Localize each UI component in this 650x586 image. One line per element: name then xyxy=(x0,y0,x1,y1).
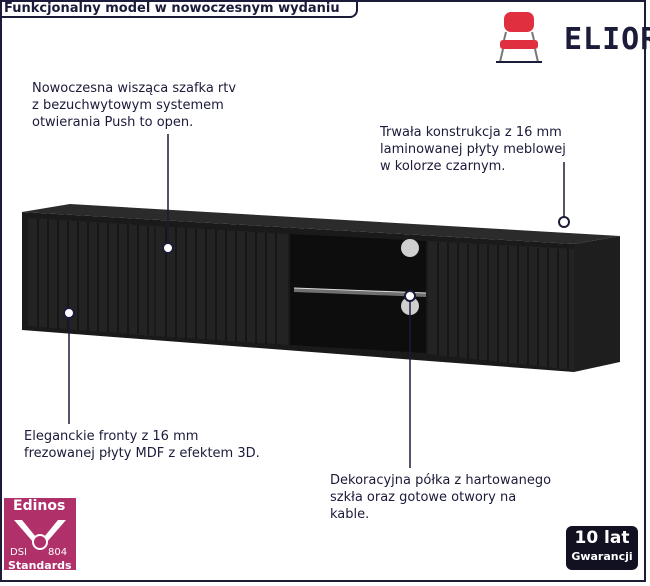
header-banner xyxy=(0,0,358,18)
front-panel-1 xyxy=(28,218,154,336)
callout-pointer-top-right xyxy=(558,162,570,228)
guarantee-badge xyxy=(566,526,638,570)
glass-shelf xyxy=(294,288,426,297)
callout-bottom-left: Eleganckie fronty z 16 mm frezowanej pły… xyxy=(24,429,260,461)
open-compartment xyxy=(290,234,427,353)
brand-logo xyxy=(496,12,542,63)
callout-pointer-bottom-right xyxy=(404,290,416,468)
edinos-subtitle: Standards xyxy=(8,559,72,572)
edinos-code: 804 xyxy=(48,547,68,558)
edinos-title: Edinos xyxy=(13,498,66,514)
front-panel-2 xyxy=(156,226,288,345)
callout-pointer-top-left xyxy=(162,134,174,254)
edinos-badge xyxy=(4,498,76,570)
guarantee-label: Gwarancji xyxy=(571,550,633,563)
edinos-dsi: DSI xyxy=(10,547,27,558)
callout-top-left: Nowoczesna wisząca szafka rtv z bezuchwy… xyxy=(32,81,237,130)
callout-pointer-bottom-left xyxy=(63,307,75,424)
front-panel-3 xyxy=(428,241,574,370)
guarantee-years: 10 lat xyxy=(574,528,630,548)
brand-name: ELIOR xyxy=(564,22,650,57)
page-title: Funkcjonalny model w nowoczesnym wydaniu xyxy=(4,1,340,16)
red-chair-icon xyxy=(496,12,542,63)
callout-bottom-right: Dekoracyjna półka z hartowanego szkła or… xyxy=(330,473,552,522)
callout-top-right: Trwała konstrukcja z 16 mm laminowanej p… xyxy=(380,125,566,174)
cable-hole-top xyxy=(401,239,419,257)
